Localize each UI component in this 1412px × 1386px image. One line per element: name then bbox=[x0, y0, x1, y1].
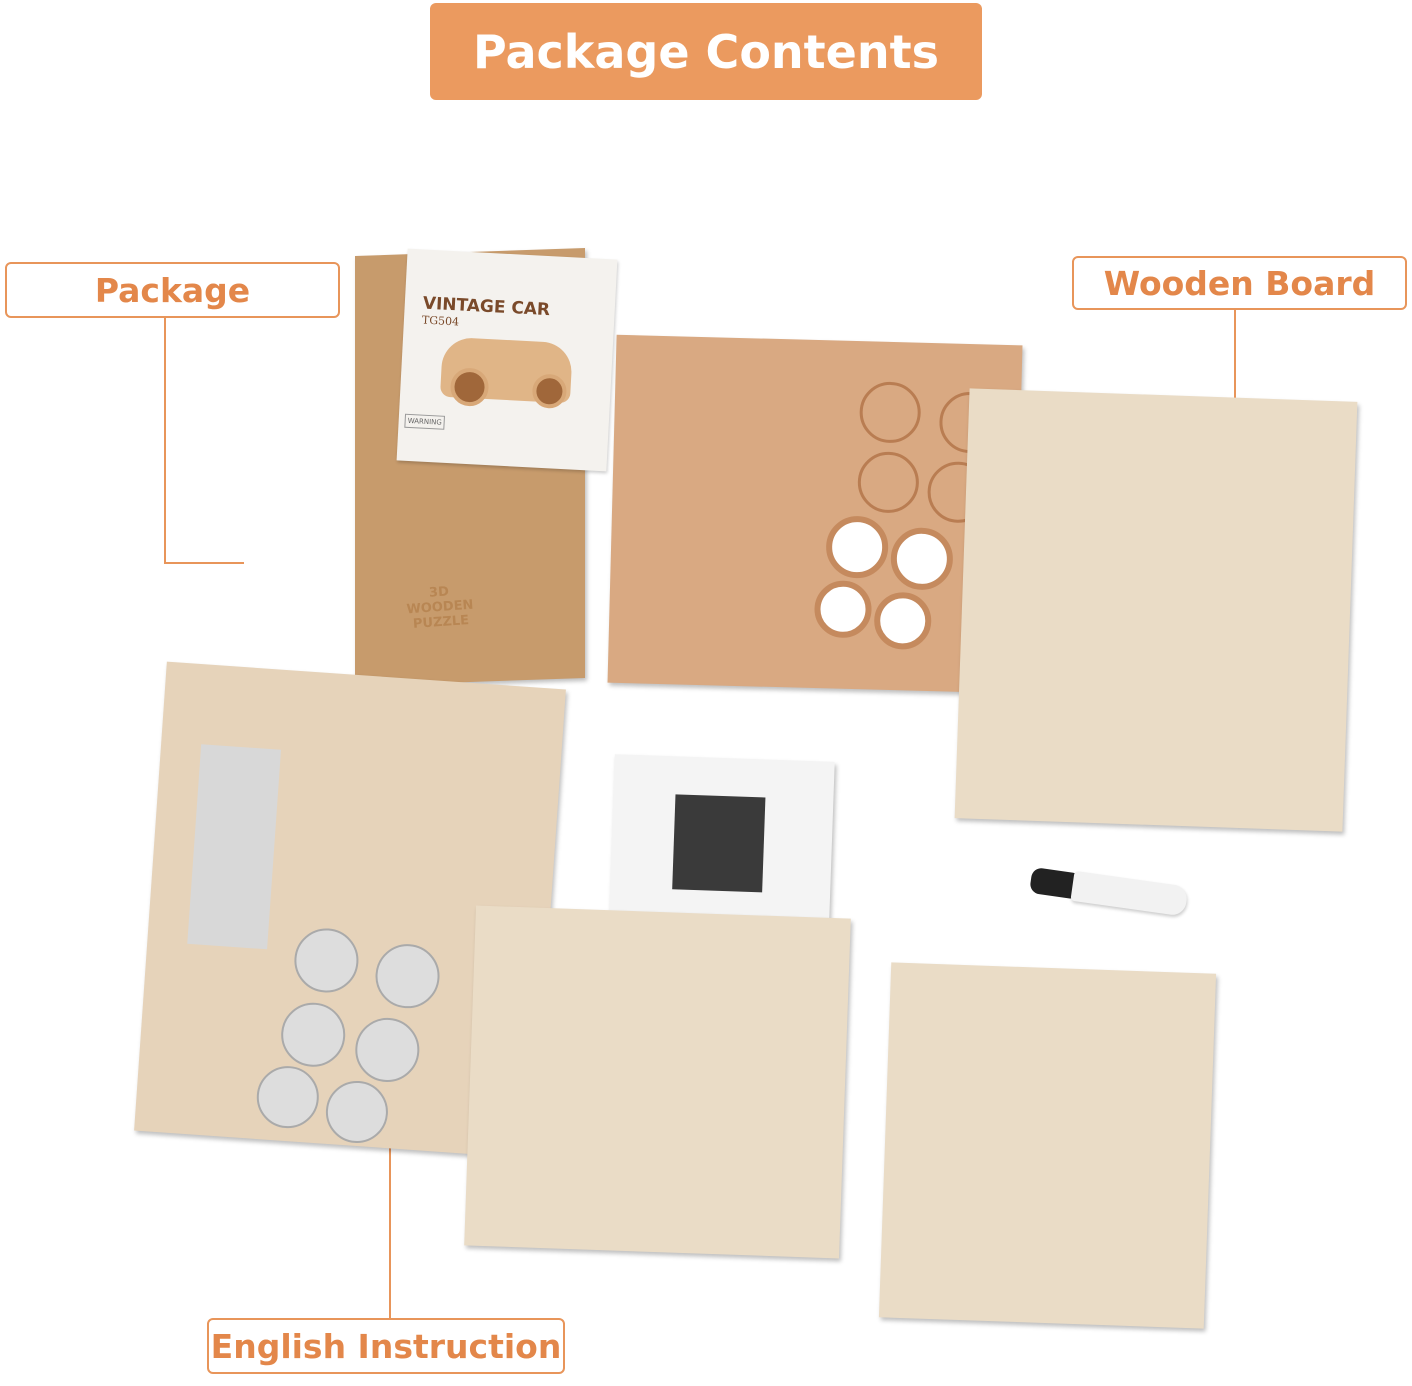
package-card: VINTAGE CAR TG504 WARNING bbox=[396, 248, 618, 472]
label-wooden-board: Wooden Board bbox=[1072, 256, 1407, 310]
label-english-instruction: English Instruction bbox=[207, 1318, 565, 1374]
callout-line bbox=[389, 1002, 391, 1318]
callout-line bbox=[164, 562, 244, 564]
glue-tube bbox=[1028, 861, 1192, 923]
car-image bbox=[439, 336, 573, 410]
wooden-board-4 bbox=[878, 962, 1217, 1329]
callout-line bbox=[1234, 310, 1236, 403]
page-title: Package Contents bbox=[430, 3, 982, 100]
label-package: Package bbox=[5, 262, 340, 318]
callout-line bbox=[164, 318, 166, 564]
warning-label: WARNING bbox=[404, 413, 446, 430]
model-number: TG504 bbox=[421, 313, 460, 329]
sandpaper bbox=[609, 754, 835, 922]
box-text: 3D WOODEN PUZZLE bbox=[406, 584, 474, 632]
wooden-board-1 bbox=[954, 388, 1358, 832]
wooden-board-3 bbox=[464, 905, 851, 1259]
